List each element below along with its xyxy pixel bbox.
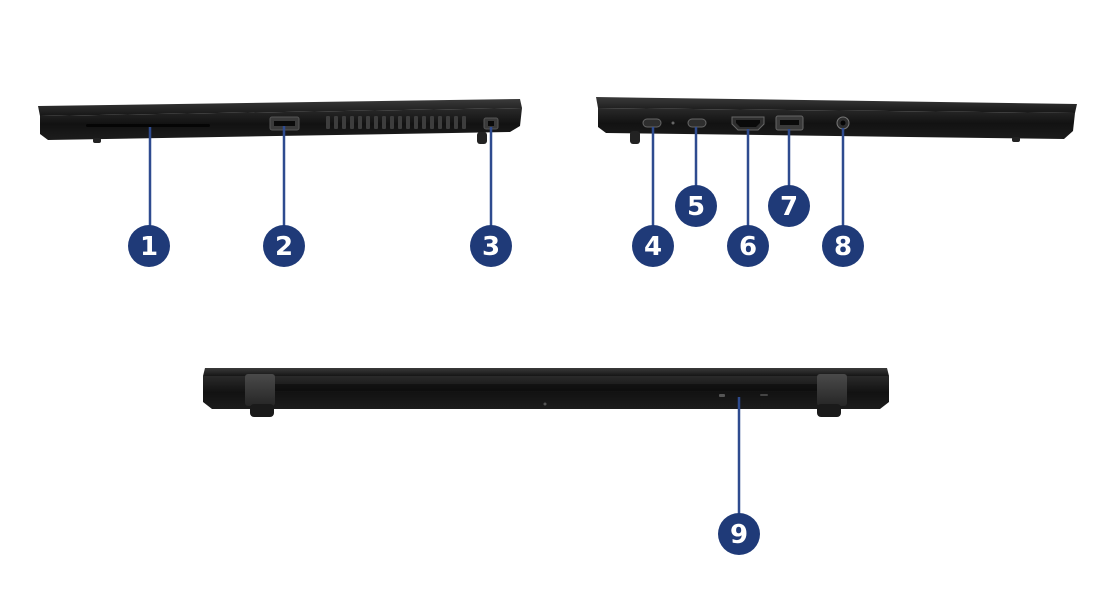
vent-slot [454,116,458,129]
vent-slot [374,116,378,129]
vent-slot [326,116,330,129]
usb-c-port [687,118,707,128]
left-lid [38,99,522,116]
rear-laptop [203,368,889,417]
foot [93,138,101,143]
callout-number: 2 [275,232,293,262]
callout-5: 5 [675,185,717,227]
callout-lines [148,126,845,515]
foot [250,404,274,417]
rear-vent-strip [272,384,820,391]
callout-number: 6 [739,232,757,262]
vent-slot [382,116,386,129]
vent-slot [350,116,354,129]
indicator-dot [671,121,675,125]
callout-circle [263,225,305,267]
foot [630,131,640,144]
rear-lid [203,368,889,376]
vent-slot [398,116,402,129]
hinge [245,374,275,406]
vent-slot [414,116,418,129]
vent-slot [446,116,450,129]
foot [1012,137,1020,142]
usb-c-port [642,118,662,128]
callout-1: 1 [128,225,170,267]
callout-7: 7 [768,185,810,227]
callout-2: 2 [263,225,305,267]
vent-slot [334,116,338,129]
callout-4: 4 [632,225,674,267]
callout-circle [768,185,810,227]
smart-card-slot [86,124,210,127]
callout-number: 7 [780,192,798,222]
vent-slot [358,116,362,129]
vent-slot [422,116,426,129]
vent-slot [462,116,466,129]
callout-circle [128,225,170,267]
callout-number: 5 [687,192,705,222]
callout-8: 8 [822,225,864,267]
callout-number: 4 [644,232,662,262]
callout-number: 8 [834,232,852,262]
callout-circle [718,513,760,555]
vent-slot [390,116,394,129]
callout-3: 3 [470,225,512,267]
callout-number: 1 [140,232,158,262]
right-side-laptop [596,97,1077,144]
ventilation-grille [326,116,466,129]
vent-slot [406,116,410,129]
nano-sim-slot [719,394,725,397]
foot [477,132,487,144]
vent-slot [342,116,346,129]
right-lid [596,97,1077,113]
callout-circle [822,225,864,267]
callout-number: 9 [730,520,748,550]
foot [817,404,841,417]
vent-slot [430,116,434,129]
callout-circle [632,225,674,267]
callout-number: 3 [482,232,500,262]
hinge [817,374,847,406]
callout-circle [675,185,717,227]
callout-6: 6 [727,225,769,267]
right-base [598,108,1075,139]
callout-9: 9 [718,513,760,555]
callout-circle [727,225,769,267]
vent-slot [438,116,442,129]
callout-circle [470,225,512,267]
vent-slot [366,116,370,129]
left-side-laptop [38,99,522,144]
